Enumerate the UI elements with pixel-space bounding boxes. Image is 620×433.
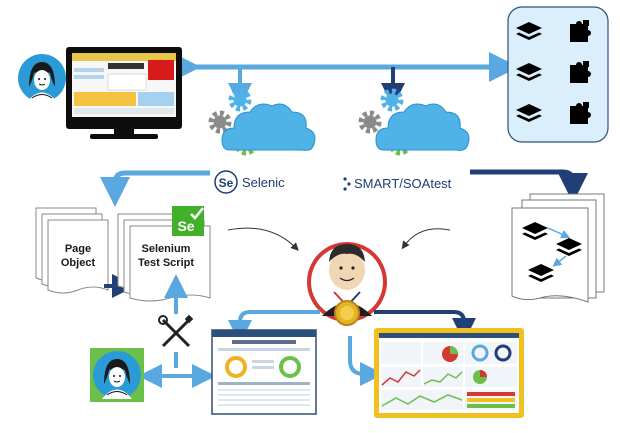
- selenium-script-line1: Selenium: [142, 243, 191, 255]
- selenic-cloud-icon: [211, 91, 316, 153]
- selenic-report-thumbnail: [211, 329, 317, 415]
- flow-to-ci-arrow: [401, 228, 451, 250]
- page-object-doc: Page Object: [35, 207, 109, 294]
- wrench-screwdriver-icon: [158, 314, 194, 348]
- desktop-monitor-icon: [66, 47, 182, 139]
- soatest-cloud-icon: [361, 91, 470, 153]
- test-flow-doc: [511, 193, 605, 303]
- ci-to-dashboard-arrow: [374, 310, 476, 342]
- ci-down-arrow: [348, 336, 384, 386]
- page-object-line1: Page: [65, 243, 91, 255]
- selenium-badge-text: Se: [177, 218, 194, 234]
- selenic-prefix: Se: [219, 176, 234, 190]
- services-panel: [507, 6, 609, 143]
- script-to-ci-arrow: [227, 227, 299, 251]
- soatest-to-flow-arrow: [470, 169, 588, 203]
- selenic-label: Selenic: [242, 175, 285, 190]
- ci-to-report-arrow: [228, 310, 320, 344]
- jenkins-butler-icon: [307, 242, 387, 326]
- selenium-script-doc: Selenium Test Script: [117, 213, 211, 302]
- user-avatar: [17, 53, 67, 103]
- soatest-logo: SMART/SOAtest: [343, 176, 452, 191]
- soatest-label: SMART/SOAtest: [354, 176, 452, 191]
- page-object-line2: Object: [61, 257, 96, 269]
- selenium-script-line2: Test Script: [138, 257, 194, 269]
- selenic-logo: Se Selenic: [214, 170, 285, 194]
- selenic-to-docs-arrow: [100, 170, 210, 207]
- tester-avatar: [90, 348, 144, 402]
- dashboard-thumbnail: [374, 328, 524, 418]
- selenium-badge-icon: Se: [172, 206, 204, 236]
